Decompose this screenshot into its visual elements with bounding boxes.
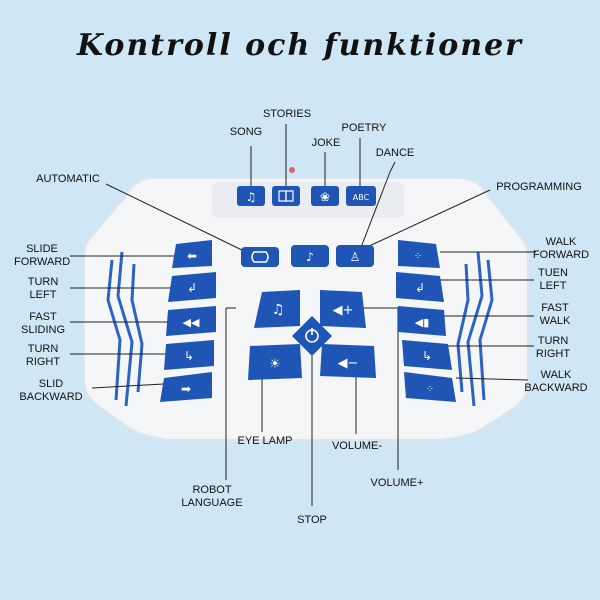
volume-up-icon: ◀+ (333, 303, 354, 318)
label-walk-backward: WALK BACKWARD (524, 369, 588, 394)
label-volume-minus: VOLUME- (331, 440, 383, 452)
music-figure-icon: ♪ (306, 250, 314, 264)
book-icon (278, 190, 294, 202)
joke-button[interactable]: ❀ (311, 186, 339, 206)
tuen-left-button[interactable]: ↲ (396, 272, 444, 302)
footsteps-up-icon: ⁘ (414, 251, 422, 262)
robot-language-button[interactable]: ♫ (254, 290, 300, 328)
label-turn-left: TURN LEFT (27, 276, 59, 301)
dance-button[interactable]: ♪ (291, 245, 329, 267)
label-volume-plus: VOLUME+ (370, 477, 424, 489)
turn-right-icon: ↳ (184, 349, 194, 363)
robot-figure-icon: ♙ (350, 250, 361, 264)
label-walk-forward: WALK FORWARD (532, 236, 590, 261)
walk-backward-button[interactable]: ⁘ (404, 372, 456, 402)
callout-lines (70, 124, 536, 506)
label-turn-right-right: TURN RIGHT (535, 335, 571, 360)
label-slid-backward: SLID BACKWARD (19, 378, 83, 403)
label-robot-language: ROBOT LANGUAGE (181, 484, 243, 509)
page-title: Kontroll och funktioner (77, 28, 523, 63)
label-turn-right-left: TURN RIGHT (25, 343, 61, 368)
poetry-button[interactable]: ABC (346, 186, 376, 206)
volume-minus-button[interactable]: ◀− (320, 344, 376, 378)
volume-plus-button[interactable]: ◀+ (320, 290, 366, 328)
walk-forward-button[interactable]: ⁘ (398, 240, 440, 268)
turn-left-icon: ↲ (187, 281, 197, 295)
turn-left-icon: ↲ (415, 281, 425, 295)
song-button[interactable]: ♫ (237, 186, 265, 206)
loop-arrow-icon (251, 251, 269, 263)
fast-walk-button[interactable]: ◀▮ (398, 306, 446, 336)
turn-right-right-button[interactable]: ↳ (402, 340, 452, 370)
turn-right-icon: ↳ (422, 349, 432, 363)
programming-button[interactable]: ♙ (336, 245, 374, 267)
slid-backward-button[interactable]: ➡ (160, 372, 212, 402)
volume-down-icon: ◀− (338, 356, 359, 371)
label-tuen-left: TUEN LEFT (538, 267, 568, 292)
indicator-led (289, 167, 295, 173)
poetry-key-text: ABC (353, 193, 370, 202)
lamp-icon: ☀ (269, 357, 281, 372)
song-icon: ♫ (246, 190, 257, 204)
eye-lamp-button[interactable]: ☀ (248, 344, 302, 380)
arrow-left-icon: ⬅ (187, 249, 197, 263)
label-dance: DANCE (375, 147, 415, 159)
label-eye-lamp: EYE LAMP (237, 435, 293, 447)
label-fast-walk: FAST WALK (539, 302, 571, 327)
automatic-button[interactable] (241, 247, 279, 267)
slide-forward-button[interactable]: ⬅ (172, 240, 212, 268)
label-song: SONG (229, 126, 263, 138)
label-joke: JOKE (311, 137, 341, 149)
fast-walk-icon: ◀▮ (415, 316, 430, 329)
music-notes-icon: ♫ (272, 302, 285, 318)
fast-sliding-button[interactable]: ◀◀ (166, 306, 216, 336)
label-stories: STORIES (262, 108, 312, 120)
label-programming: PROGRAMMING (496, 181, 582, 193)
rewind-icon: ◀◀ (183, 316, 200, 329)
label-slide-forward: SLIDE FORWARD (14, 243, 71, 268)
label-stop: STOP (297, 514, 327, 526)
turn-left-button[interactable]: ↲ (168, 272, 216, 302)
label-automatic: AUTOMATIC (36, 173, 100, 185)
stories-button[interactable] (272, 186, 300, 206)
label-fast-sliding: FAST SLIDING (20, 311, 65, 336)
flower-icon: ❀ (320, 190, 330, 204)
turn-right-left-button[interactable]: ↳ (164, 340, 214, 370)
footsteps-down-icon: ⁘ (426, 384, 434, 395)
label-poetry: POETRY (341, 122, 387, 134)
arrow-right-icon: ➡ (181, 382, 191, 396)
